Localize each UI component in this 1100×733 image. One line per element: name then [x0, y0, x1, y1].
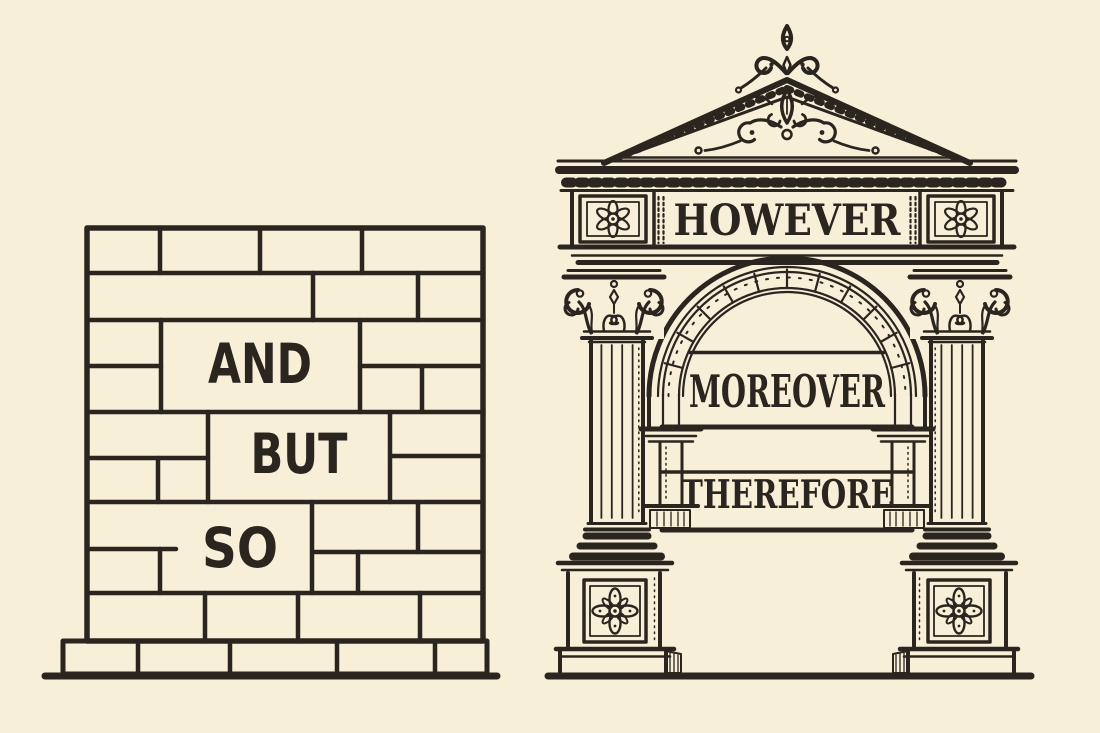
- pediment-finial: [734, 24, 840, 94]
- frieze-rosette-panel: [578, 194, 648, 244]
- wall-outline: [84, 225, 486, 644]
- left-support: [553, 265, 704, 676]
- arch-illustration: MOREOVER THEREFORE: [544, 24, 1035, 680]
- corinthian-capital: [561, 265, 667, 340]
- entablature: HOWEVER: [555, 159, 1019, 265]
- column-base: [569, 522, 665, 561]
- pediment-raking-dentils: [612, 85, 962, 162]
- arch-band-extensions-outer: [647, 392, 927, 429]
- frieze-stipple-strips: [657, 195, 917, 245]
- arch-band-line: [656, 265, 918, 398]
- frieze-sides: [570, 190, 1004, 249]
- plinth: [553, 646, 682, 676]
- brick-label-so: SO: [202, 516, 278, 580]
- frieze-label-however: HOWEVER: [674, 196, 901, 246]
- brick-label-but: BUT: [251, 422, 348, 486]
- frieze-rosette-panel-right: [926, 194, 996, 244]
- pedestal-rosette-frame: [582, 578, 648, 644]
- banner-label-moreover: MOREOVER: [689, 365, 885, 418]
- jamb-pilaster: [638, 426, 704, 529]
- pediment: [601, 24, 973, 166]
- pedestal-rosette: [591, 587, 639, 635]
- frieze-pier-edges: [652, 190, 922, 249]
- wall-mortar-joints: [155, 225, 425, 644]
- arch-outer-band: [646, 255, 928, 399]
- wall-footing-joints: [135, 638, 438, 677]
- wall-footing: [60, 638, 490, 677]
- arch-intrados: [681, 290, 893, 398]
- arch-band-extensions: [661, 392, 913, 429]
- opening-banners: MOREOVER THEREFORE: [659, 350, 915, 533]
- tympanum-ornament: [694, 88, 880, 155]
- voussoir-joints: [663, 268, 911, 370]
- pediment-raking-inner: [622, 95, 952, 158]
- brick-label-and: AND: [208, 332, 312, 396]
- pedestal: [555, 560, 675, 650]
- fluted-column-shaft: [587, 339, 647, 524]
- brick-wall-illustration: AND BUT SO: [41, 225, 501, 680]
- archivolt: [646, 255, 928, 429]
- banner-label-therefore: THEREFORE: [681, 472, 893, 518]
